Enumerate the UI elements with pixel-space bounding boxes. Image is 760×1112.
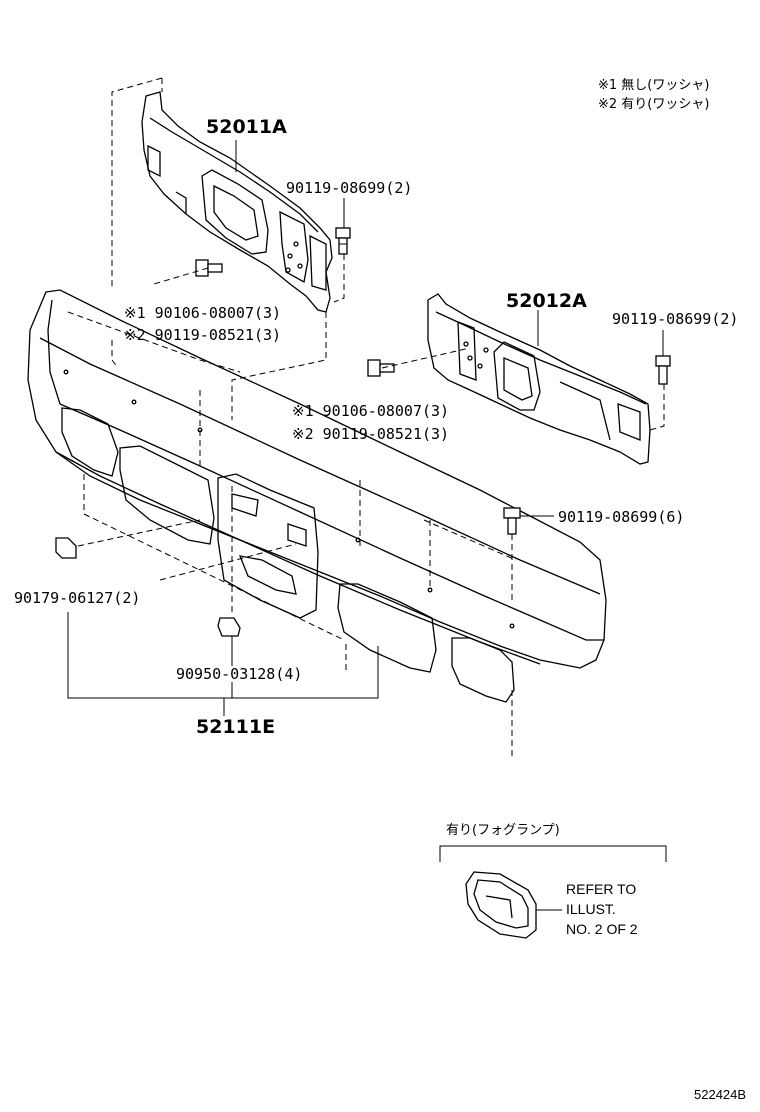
nut-center xyxy=(217,617,241,637)
bolt-upper-rh-label: 90119-08699(2) xyxy=(612,310,739,328)
bolt-rh-side xyxy=(367,359,395,377)
clip-lh-label: 90179-06127(2) xyxy=(14,589,141,607)
reinforcement-lh-part xyxy=(141,91,333,313)
bolt-lh-note1-label: ※1 90106-08007(3) xyxy=(124,304,282,322)
refer-line-3: NO. 2 OF 2 xyxy=(566,921,638,937)
note-2: ※2 有り(ワッシャ) xyxy=(598,97,710,112)
bolt-lh-side xyxy=(195,259,223,277)
fog-lamp-header: 有り(フォグランプ) xyxy=(446,823,560,838)
bolt-upper-rh xyxy=(655,355,671,385)
refer-line-2: ILLUST. xyxy=(566,901,616,917)
part-52111e-label: 52111E xyxy=(196,716,276,738)
reinforcement-rh-part xyxy=(427,293,651,465)
bolt-center-label: 90119-08699(6) xyxy=(558,508,685,526)
clip-lh xyxy=(55,537,77,559)
fog-lamp-inset xyxy=(439,845,667,939)
bumper-cover-part xyxy=(27,289,607,703)
bolt-upper-lh-label: 90119-08699(2) xyxy=(286,179,413,197)
bolt-rh-note2-label: ※2 90119-08521(3) xyxy=(292,425,450,443)
bolt-lh-note2-label: ※2 90119-08521(3) xyxy=(124,326,282,344)
diagram-code: 522424B xyxy=(694,1087,747,1102)
bolt-rh-note1-label: ※1 90106-08007(3) xyxy=(292,402,450,420)
nut-center-label: 90950-03128(4) xyxy=(176,665,303,683)
assembly-lines xyxy=(67,77,665,756)
part-52012a-label: 52012A xyxy=(506,290,587,312)
bolt-upper-lh xyxy=(335,227,351,255)
part-52011a-label: 52011A xyxy=(206,116,287,138)
note-1: ※1 無し(ワッシャ) xyxy=(598,78,710,93)
leader-lines xyxy=(67,140,664,716)
refer-line-1: REFER TO xyxy=(566,881,637,897)
